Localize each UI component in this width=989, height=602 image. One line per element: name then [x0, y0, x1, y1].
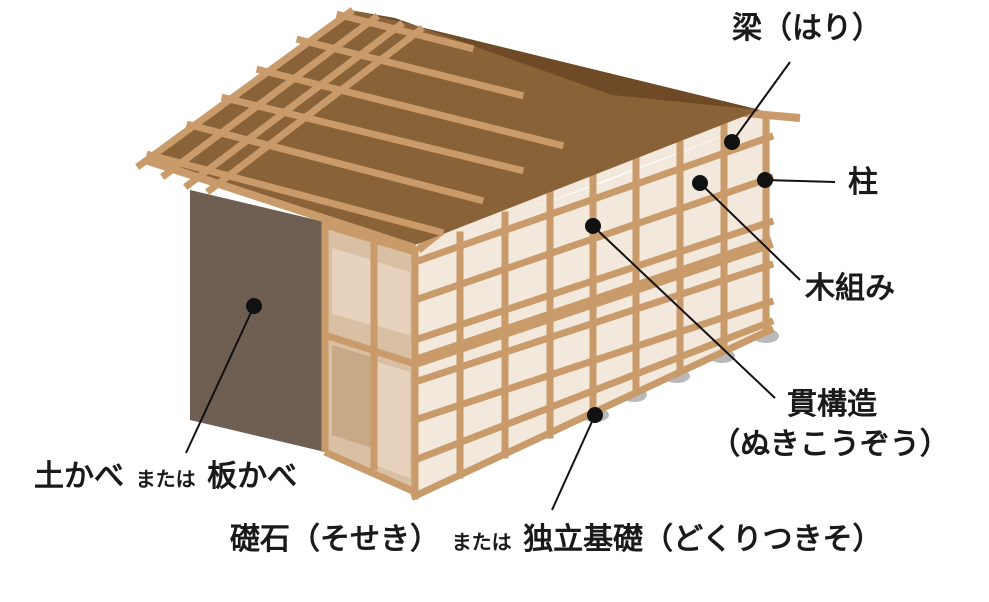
nuki-beam	[410, 317, 775, 465]
label-wall-a: 土かべ	[34, 459, 124, 494]
nuki-beam	[410, 260, 775, 387]
purlin	[255, 65, 565, 150]
callout-dot-beam	[724, 134, 740, 150]
front-timber	[323, 448, 417, 496]
rafter	[135, 7, 355, 170]
rafter	[160, 13, 380, 180]
nuki-beam	[410, 132, 775, 267]
label-foundation-group: 礎石（そせき） または 独立基礎（どくりつきそ）	[230, 525, 883, 555]
front-wall-panel	[377, 262, 410, 335]
callout-dot-framework	[692, 175, 708, 191]
floor-girder	[413, 236, 774, 368]
front-wall-panel	[377, 362, 410, 478]
callout-line-pillar	[764, 179, 836, 183]
label-pillar: 柱	[848, 165, 878, 200]
callout-line-foundation	[551, 414, 596, 511]
callout-dot-wall	[246, 298, 262, 314]
front-timber	[323, 331, 417, 368]
label-foundation-a: 礎石（そせき）	[230, 522, 440, 557]
front-timber	[323, 221, 417, 256]
nuki-beam	[410, 217, 775, 345]
callout-dot-pillar	[757, 172, 773, 188]
label-nuki-line1: 貫構造	[787, 387, 877, 422]
front-wall-timbers	[321, 221, 417, 496]
nuki-beam	[410, 173, 775, 305]
purlin	[185, 120, 485, 205]
roof-eave	[143, 156, 417, 252]
rafter	[183, 20, 405, 190]
label-wall-or: または	[135, 467, 196, 491]
roof-panel	[145, 10, 760, 245]
purlin	[220, 93, 525, 175]
callout-dots	[246, 134, 773, 423]
rafter	[205, 25, 425, 195]
front-wall-opening	[332, 345, 372, 448]
callout-dot-foundation	[587, 407, 603, 423]
label-nuki-line2: （ぬきこうぞう）	[710, 427, 950, 462]
label-wall-group: 土かべ または 板かべ	[34, 462, 297, 492]
callout-line-wall	[185, 305, 255, 454]
callout-line-beam	[731, 61, 791, 143]
label-foundation-b: 独立基礎（どくりつきそ）	[523, 522, 883, 557]
roof-timbers	[135, 7, 565, 237]
callout-lines	[185, 61, 836, 511]
callout-dot-nuki	[585, 218, 601, 234]
purlin	[335, 10, 475, 53]
purlin	[145, 150, 445, 237]
label-beam: 梁（はり）	[732, 11, 882, 46]
roof-ridge-shade	[350, 10, 760, 110]
label-foundation-or: または	[451, 530, 512, 554]
callout-line-nuki	[592, 225, 776, 399]
earth-wall	[190, 190, 325, 452]
front-wall-panel	[332, 248, 372, 325]
label-framework: 木組み	[805, 271, 895, 306]
callout-line-framework	[699, 182, 801, 281]
nuki-beam	[410, 297, 775, 425]
label-wall-b: 板かべ	[207, 459, 298, 494]
